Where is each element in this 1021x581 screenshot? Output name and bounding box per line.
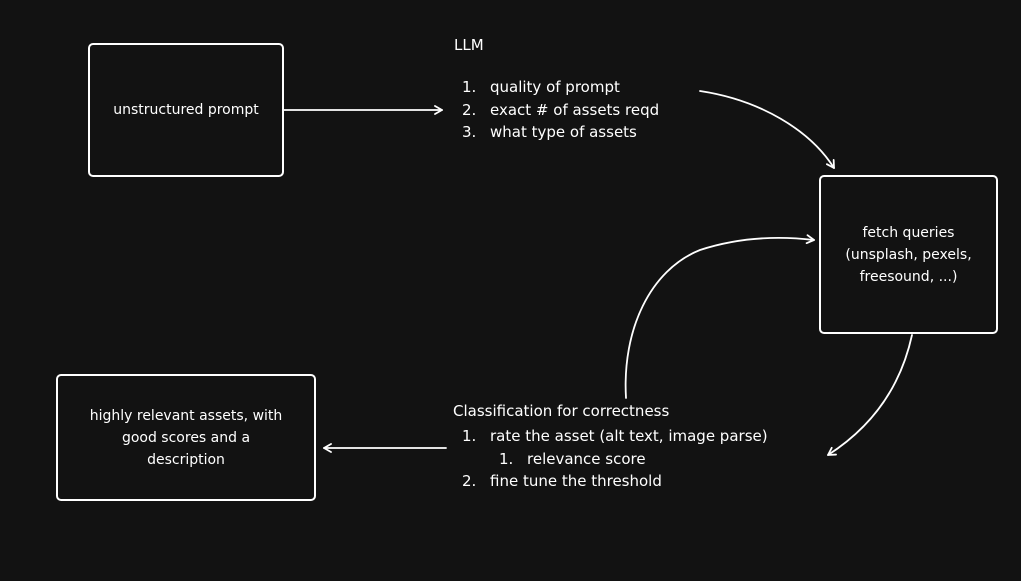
fetch-queries-line-2: (unsplash, pexels, — [845, 246, 972, 263]
llm-item: 2. exact # of assets reqd — [462, 99, 659, 122]
relevant-assets-line-1: highly relevant assets, with — [89, 407, 283, 424]
classification-heading: Classification for correctness — [453, 402, 670, 420]
relevant-assets-line-2: good scores and a — [121, 429, 251, 446]
fetch-queries-line-1: fetch queries — [862, 224, 955, 241]
llm-item-number: 2. — [462, 100, 477, 119]
llm-item: 1. quality of prompt — [462, 76, 659, 99]
unstructured-prompt-node: unstructured prompt — [88, 43, 284, 177]
classification-subitem: 1. relevance score — [462, 448, 768, 471]
fetch-queries-text: fetch queries (unsplash, pexels, freesou… — [845, 222, 971, 288]
llm-item-number: 3. — [462, 123, 477, 141]
fetch-queries-node: fetch queries (unsplash, pexels, freesou… — [819, 175, 998, 334]
llm-heading: LLM — [454, 36, 484, 54]
classification-item: 2. fine tune the threshold — [462, 470, 768, 493]
classification-item-text: fine tune the threshold — [490, 472, 662, 490]
llm-item-text: exact # of assets reqd — [490, 100, 660, 119]
classification-subitem-number: 1. — [499, 449, 514, 468]
llm-list: 1. quality of prompt 2. exact # of assets … — [462, 76, 659, 144]
classification-item: 1. rate the asset (alt text, image parse) — [462, 425, 768, 448]
fetch-queries-line-3: freesound, ...) — [859, 268, 958, 285]
relevant-assets-text: highly relevant assets, with good scores… — [90, 405, 283, 471]
relevant-assets-line-3: description — [147, 451, 225, 468]
classification-item-number: 2. — [462, 472, 477, 490]
classification-item-number: 1. — [462, 427, 477, 445]
llm-item: 3. what type of assets — [462, 121, 659, 144]
arrow-classification-to-fetch — [624, 234, 815, 399]
unstructured-prompt-label: unstructured prompt — [113, 102, 259, 118]
classification-item-text: rate the asset (alt text, image parse) — [490, 427, 768, 445]
llm-item-number: 1. — [462, 78, 477, 96]
classification-subitem-text: relevance score — [527, 449, 646, 468]
llm-item-text: quality of prompt — [490, 78, 620, 96]
llm-item-text: what type of assets — [490, 123, 637, 141]
arrow-llm-to-fetch — [699, 90, 835, 169]
arrow-fetch-to-classification — [827, 334, 913, 456]
relevant-assets-node: highly relevant assets, with good scores… — [56, 374, 316, 501]
classification-list: 1. rate the asset (alt text, image parse)… — [462, 425, 768, 493]
